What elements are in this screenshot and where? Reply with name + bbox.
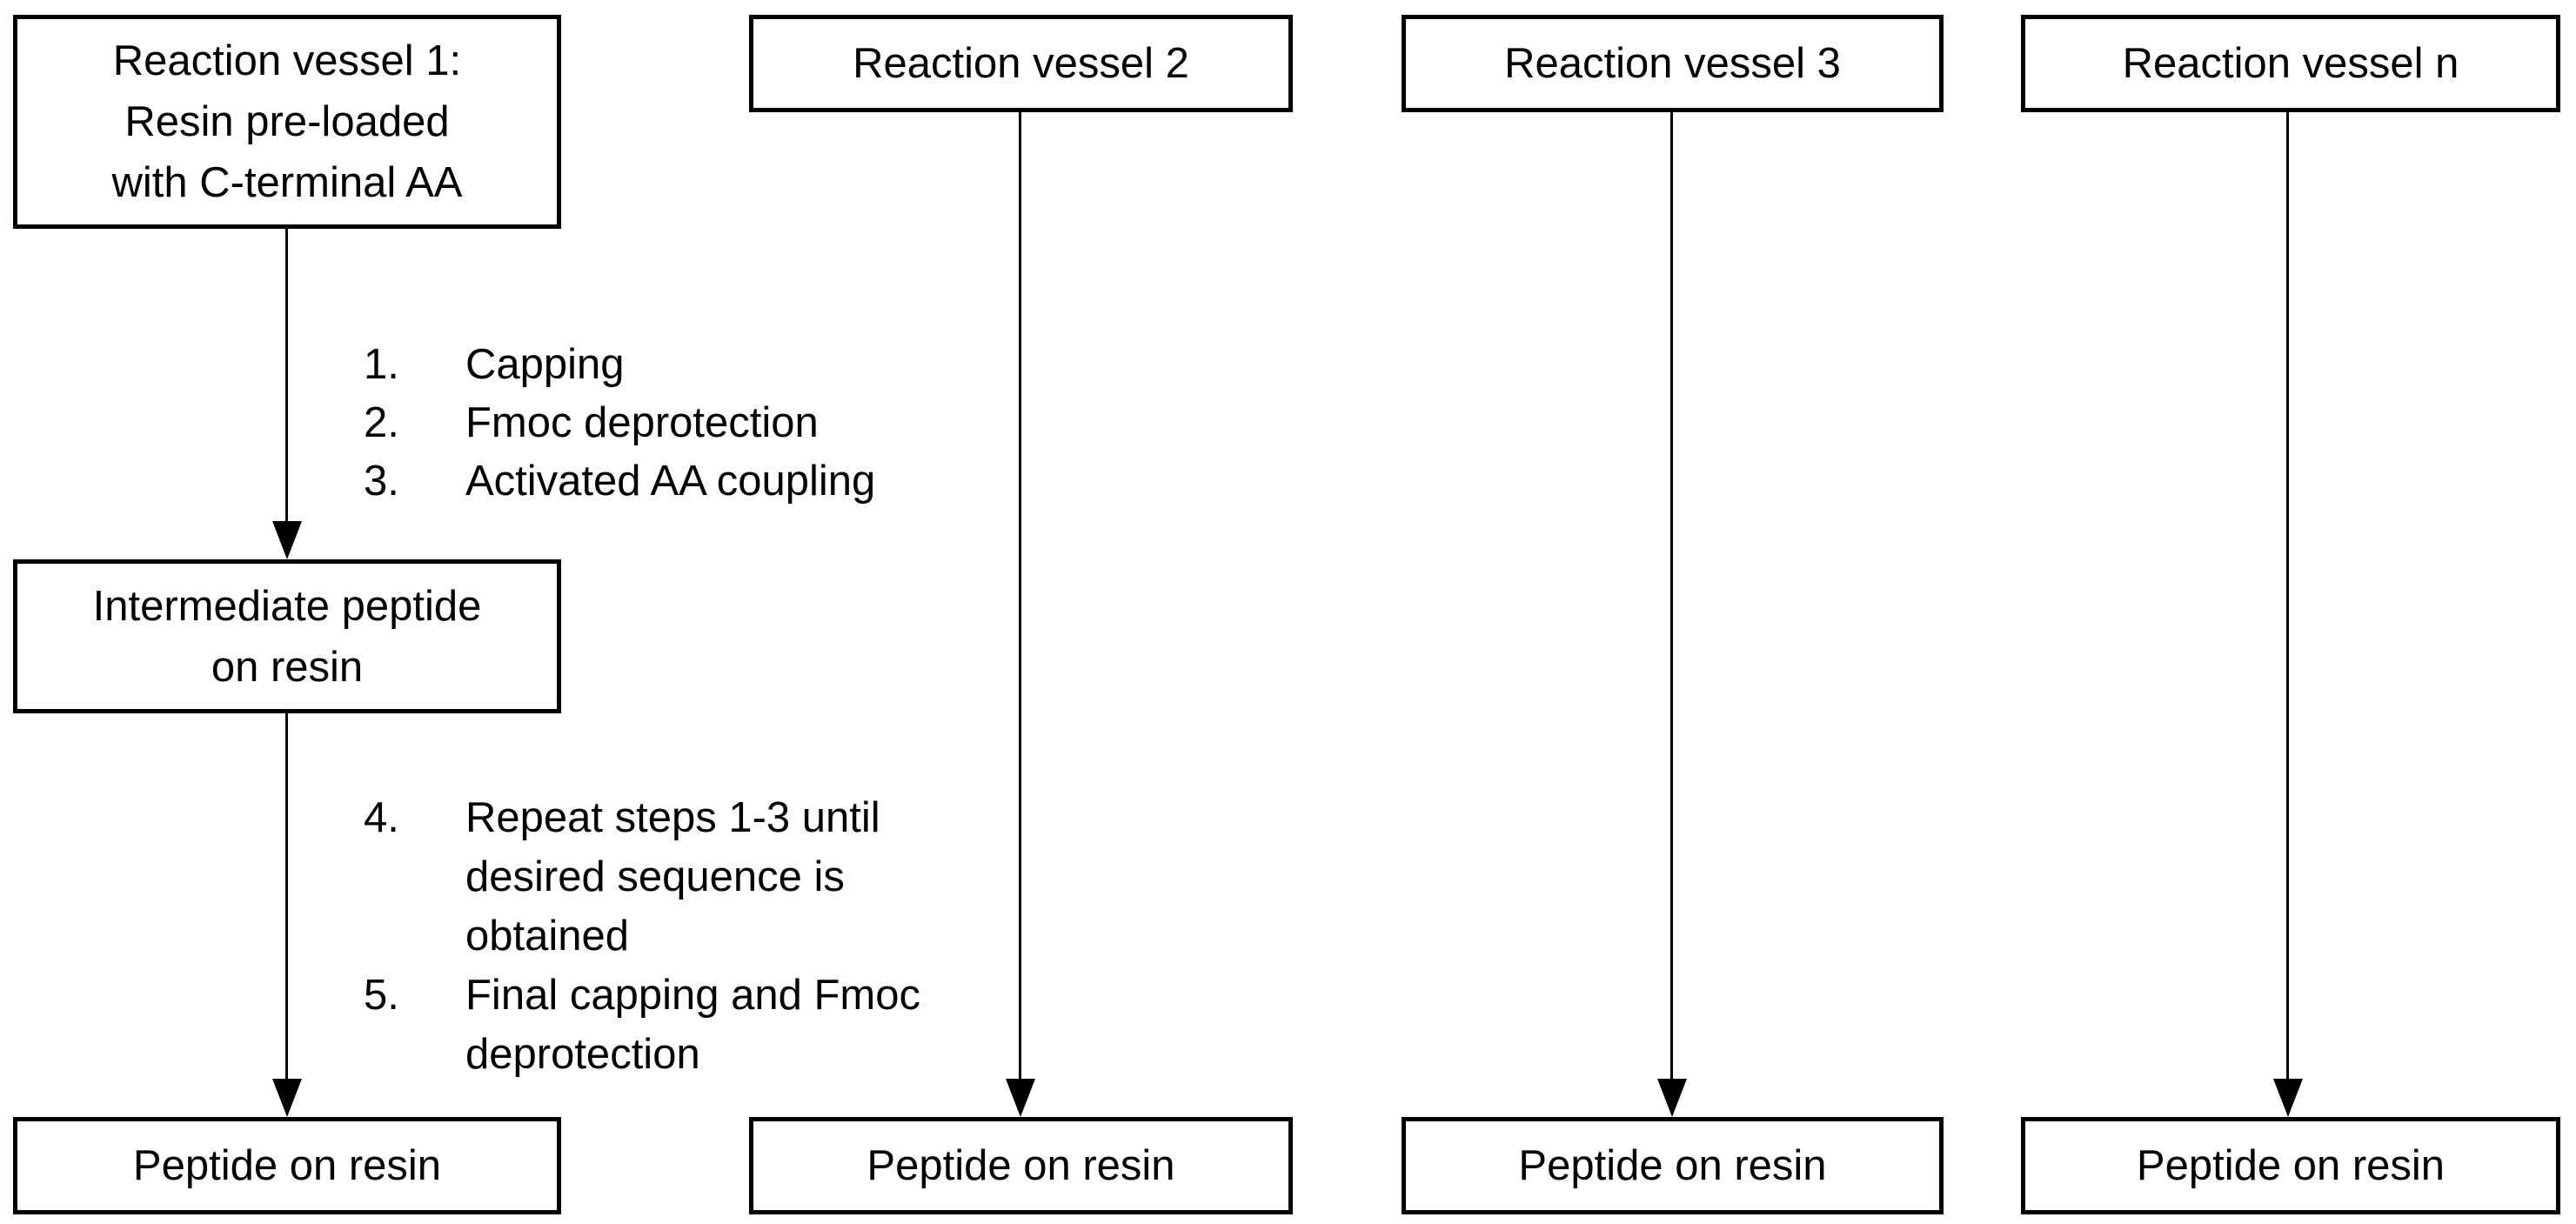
list-item: 3. Activated AA coupling <box>364 452 875 511</box>
arrow-shaft <box>285 229 288 523</box>
reaction-vessel-2-label: Reaction vessel 2 <box>853 40 1189 87</box>
peptide-on-resin-box-2: Peptide on resin <box>749 1117 1293 1214</box>
arrow-shaft <box>1019 112 1021 1080</box>
intermediate-peptide-label: Intermediate peptide on resin <box>92 582 482 691</box>
arrow-vesseln-to-peptide <box>2272 112 2304 1117</box>
step-text: Repeat steps 1-3 until desired sequence … <box>465 794 880 960</box>
reaction-vessel-2-box: Reaction vessel 2 <box>749 15 1293 112</box>
arrow-vessel1-to-intermediate <box>271 229 303 559</box>
arrow-shaft <box>1670 112 1673 1080</box>
step-number: 5. <box>364 972 399 1019</box>
list-item: 5. Final capping and Fmoc deprotection <box>364 966 987 1084</box>
reaction-vessel-n-box: Reaction vessel n <box>2021 15 2560 112</box>
step-number: 2. <box>364 399 399 446</box>
arrow-vessel3-to-peptide <box>1656 112 1688 1117</box>
intermediate-peptide-box: Intermediate peptide on resin <box>13 559 561 713</box>
arrowhead-down-icon <box>2273 1079 2303 1117</box>
arrow-intermediate-to-peptide <box>271 713 303 1117</box>
list-item: 1. Capping <box>364 336 875 394</box>
peptide-on-resin-label: Peptide on resin <box>1518 1142 1827 1189</box>
arrow-vessel2-to-peptide <box>1005 112 1036 1117</box>
peptide-on-resin-box-n: Peptide on resin <box>2021 1117 2560 1214</box>
reaction-vessel-3-box: Reaction vessel 3 <box>1402 15 1944 112</box>
peptide-on-resin-label: Peptide on resin <box>2136 1142 2446 1189</box>
reaction-vessel-n-label: Reaction vessel n <box>2122 40 2459 87</box>
list-item: 4. Repeat steps 1-3 until desired sequen… <box>364 788 987 966</box>
arrowhead-down-icon <box>1006 1079 1035 1117</box>
arrowhead-down-icon <box>272 1079 302 1117</box>
arrow-shaft <box>285 713 288 1080</box>
reaction-vessel-3-label: Reaction vessel 3 <box>1504 40 1841 87</box>
peptide-on-resin-label: Peptide on resin <box>866 1142 1175 1189</box>
arrowhead-down-icon <box>1657 1079 1687 1117</box>
peptide-on-resin-label: Peptide on resin <box>132 1142 442 1189</box>
step-text: Capping <box>465 341 625 388</box>
step-text: Final capping and Fmoc deprotection <box>465 972 920 1078</box>
reaction-vessel-1-label: Reaction vessel 1: Resin pre-loaded with… <box>111 37 463 206</box>
step-number: 3. <box>364 458 399 505</box>
steps-1-3-list: 1. Capping 2. Fmoc deprotection 3. Activ… <box>364 336 875 511</box>
arrow-shaft <box>2286 112 2289 1080</box>
peptide-on-resin-box-1: Peptide on resin <box>13 1117 561 1214</box>
reaction-vessel-1-box: Reaction vessel 1: Resin pre-loaded with… <box>13 15 561 229</box>
step-number: 4. <box>364 794 399 841</box>
arrowhead-down-icon <box>272 521 302 559</box>
step-text: Activated AA coupling <box>465 458 876 505</box>
step-text: Fmoc deprotection <box>465 399 819 446</box>
step-number: 1. <box>364 341 399 388</box>
peptide-on-resin-box-3: Peptide on resin <box>1402 1117 1944 1214</box>
list-item: 2. Fmoc deprotection <box>364 394 875 452</box>
steps-4-5-list: 4. Repeat steps 1-3 until desired sequen… <box>364 788 987 1084</box>
